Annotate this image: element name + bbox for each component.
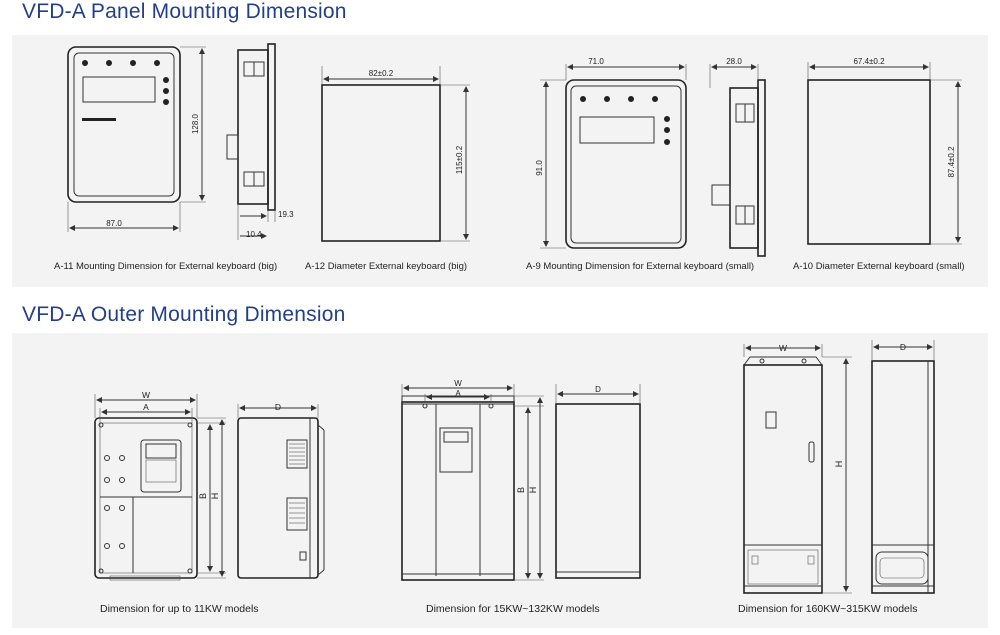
a9-width-label: 71.0 [588, 57, 604, 66]
side-dim-19: 19.3 [278, 210, 294, 219]
a9-side-drawing [709, 64, 766, 257]
small-h-label: H [210, 493, 220, 500]
mid-d-label: D [595, 385, 601, 394]
mid-h-label: H [528, 487, 538, 494]
caption-a11: A-11 Mounting Dimension for External key… [54, 261, 278, 272]
panel-section-title: VFD-A Panel Mounting Dimension [22, 0, 347, 23]
caption-small-model: Dimension for up to 11KW models [100, 603, 259, 615]
caption-large-model: Dimension for 160KW~315KW models [738, 603, 918, 615]
small-a-label: A [143, 402, 149, 412]
small-w-label: W [142, 390, 150, 400]
a11-width-label: 87.0 [106, 219, 122, 228]
a10-height-label: 87.4±0.2 [947, 146, 956, 178]
large-h-label: H [834, 461, 844, 468]
outer-section-title: VFD-A Outer Mounting Dimension [22, 303, 346, 326]
a12-width-label: 82±0.2 [369, 69, 394, 78]
mid-model-front-drawing [401, 384, 544, 581]
mid-w-label: W [454, 379, 462, 388]
a9-height-label: 91.0 [535, 160, 544, 176]
a12-cutout-drawing [321, 66, 470, 242]
a11-height-label: 128.0 [191, 113, 200, 134]
large-d-label: D [900, 342, 906, 352]
a9-front-drawing [540, 64, 687, 249]
large-model-front-drawing [743, 344, 852, 594]
a10-cutout-drawing [807, 62, 962, 245]
mid-a-label: A [455, 389, 461, 398]
outer-mounting-area [12, 333, 988, 628]
caption-a10: A-10 Diameter External keyboard (small) [793, 261, 965, 272]
a11-side-drawing [226, 43, 276, 240]
panel-mounting-area [12, 35, 988, 287]
a10-width-label: 67.4±0.2 [853, 57, 885, 66]
a11-front-drawing [67, 46, 206, 232]
a12-height-label: 115±0.2 [455, 145, 464, 174]
large-w-label: W [779, 343, 787, 353]
small-d-label: D [275, 402, 281, 412]
mid-b-label: B [516, 487, 526, 493]
side-dim-10: 10.4 [246, 230, 262, 239]
small-b-label: B [198, 493, 208, 499]
small-model-side-drawing [237, 404, 325, 579]
mid-model-side-drawing [555, 384, 641, 579]
a9-depth-label: 28.0 [726, 57, 742, 66]
caption-mid-model: Dimension for 15KW~132KW models [426, 603, 600, 615]
caption-a12: A-12 Diameter External keyboard (big) [305, 261, 468, 272]
caption-a9: A-9 Mounting Dimension for External keyb… [526, 261, 755, 272]
small-model-front-drawing [94, 394, 226, 581]
large-model-side-drawing [871, 340, 935, 594]
